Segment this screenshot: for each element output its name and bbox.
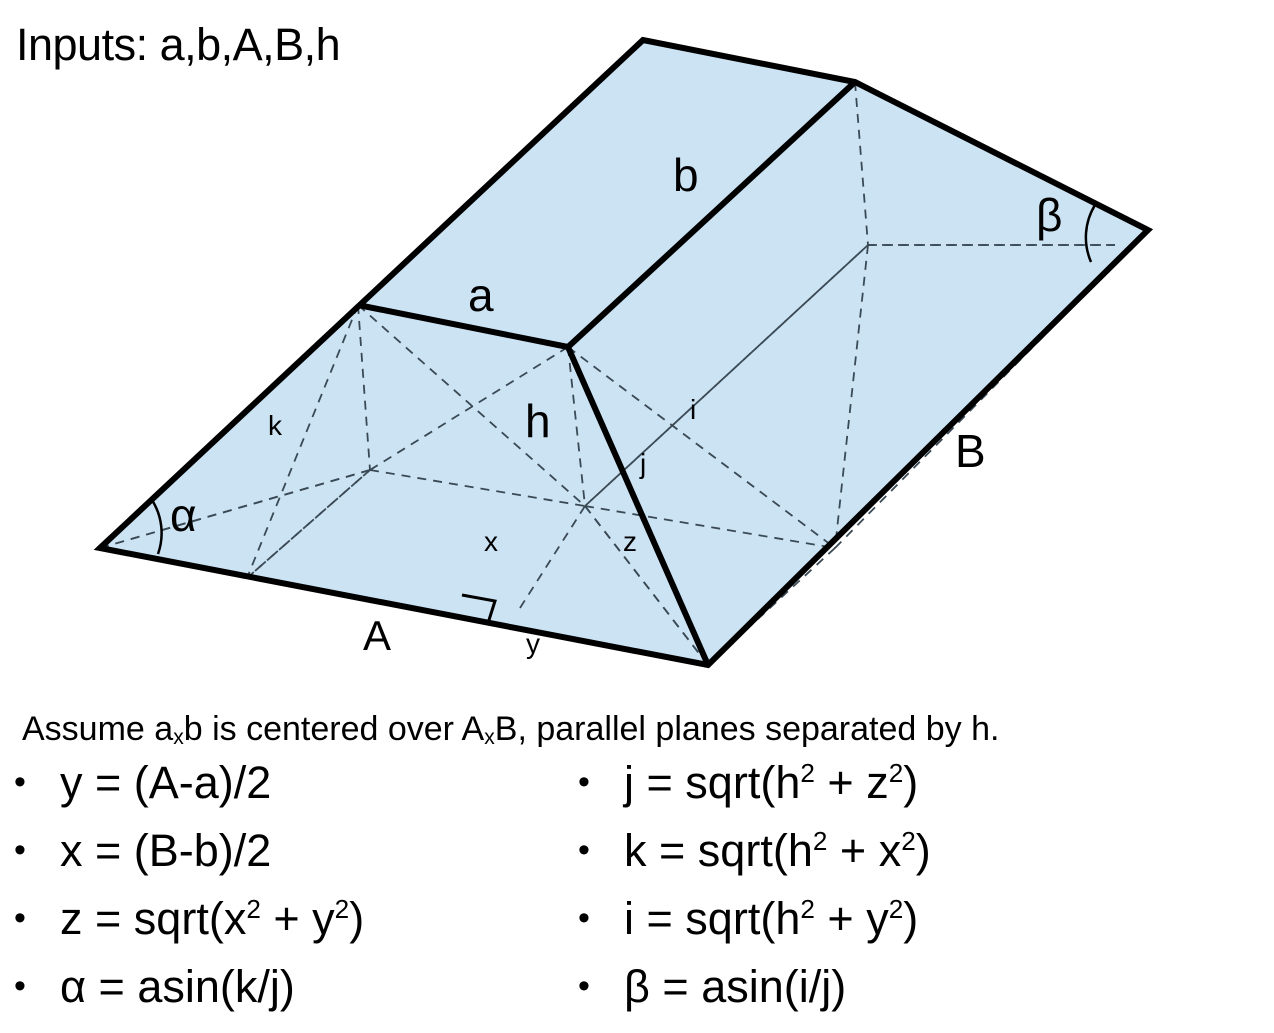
bullet-icon: •	[14, 967, 26, 1005]
formula-text-z: z = sqrt(x2 + y2)	[60, 896, 364, 941]
formula-eq-x: =	[82, 825, 134, 876]
formula-lhs-j: j	[624, 757, 634, 808]
bullet-icon: •	[14, 763, 26, 801]
diagram-label-y: y	[526, 628, 540, 659]
caption-suffix: B, parallel planes separated by h.	[494, 710, 1000, 748]
bullet-icon: •	[578, 831, 590, 869]
formula-lhs-x: x	[60, 825, 83, 876]
formula-eq-alpha: =	[86, 961, 138, 1012]
diagram-outline	[93, 36, 1154, 669]
formula-text-k: k = sqrt(h2 + x2)	[624, 828, 931, 873]
formula-eq-beta: =	[649, 961, 702, 1012]
bullet-icon: •	[578, 763, 590, 801]
formula-item-x: • x = (B-b)/2	[14, 828, 574, 896]
diagram-label-k: k	[268, 410, 282, 441]
formula-item-z: • z = sqrt(x2 + y2)	[14, 896, 574, 964]
formula-column-right: • j = sqrt(h2 + z2) • k = sqrt(h2 + x2) …	[578, 760, 1178, 1032]
formula-item-k: • k = sqrt(h2 + x2)	[578, 828, 1178, 896]
diagram-label-alpha: α	[170, 489, 197, 541]
diagram-label-i: i	[690, 394, 697, 425]
diagram-label-a: a	[468, 269, 494, 321]
diagram-faces	[100, 40, 1148, 665]
angle-arc-alpha	[150, 499, 163, 555]
formula-lhs-k: k	[624, 825, 647, 876]
formula-item-j: • j = sqrt(h2 + z2)	[578, 760, 1178, 828]
formula-rhs-k: sqrt(h2 + x2)	[697, 825, 931, 876]
formula-item-y: • y = (A-a)/2	[14, 760, 574, 828]
diagram-label-j: j	[640, 448, 647, 479]
bullet-icon: •	[14, 899, 26, 937]
formula-lhs-i: i	[624, 893, 634, 944]
formula-rhs-x: (B-b)/2	[133, 825, 272, 876]
assumption-caption: Assume axb is centered over AxB, paralle…	[22, 710, 1000, 749]
right-angle-marker	[461, 593, 497, 621]
formula-text-i: i = sqrt(h2 + y2)	[624, 896, 918, 941]
formula-text-j: j = sqrt(h2 + z2)	[624, 760, 918, 805]
bullet-icon: •	[578, 967, 590, 1005]
formula-lhs-z: z	[60, 893, 83, 944]
angle-arc-beta	[1084, 204, 1097, 263]
formula-eq-k: =	[646, 825, 698, 876]
bullet-icon: •	[578, 899, 590, 937]
caption-sub-1: x	[173, 725, 184, 749]
formula-rhs-y: (A-a)/2	[133, 757, 272, 808]
formula-lhs-alpha: α	[60, 961, 87, 1012]
diagram-label-B: B	[955, 425, 986, 477]
formula-eq-y: =	[82, 757, 134, 808]
formula-text-alpha: α = asin(k/j)	[60, 964, 295, 1009]
formula-column-left: • y = (A-a)/2 • x = (B-b)/2 • z = sqrt(x…	[14, 760, 574, 1032]
formula-rhs-j: sqrt(h2 + z2)	[685, 757, 919, 808]
page-title: Inputs: a,b,A,B,h	[16, 19, 341, 70]
formula-lhs-beta: β	[624, 961, 650, 1012]
caption-sub-2: x	[484, 725, 495, 749]
formula-rhs-i: sqrt(h2 + y2)	[685, 893, 919, 944]
frustum-geometry-diagram	[93, 36, 1154, 669]
formula-eq-z: =	[82, 893, 134, 944]
formula-text-x: x = (B-b)/2	[60, 828, 271, 873]
formula-rhs-beta: asin(i/j)	[701, 961, 847, 1012]
formula-item-alpha: • α = asin(k/j)	[14, 964, 574, 1032]
formula-eq-i: =	[634, 893, 686, 944]
diagram-label-h: h	[525, 395, 551, 447]
formula-text-y: y = (A-a)/2	[60, 760, 271, 805]
caption-mid: b is centered over A	[183, 710, 485, 748]
formula-rhs-alpha: asin(k/j)	[137, 961, 295, 1012]
diagram-label-beta: β	[1036, 189, 1063, 241]
bullet-icon: •	[14, 831, 26, 869]
formula-lhs-y: y	[60, 757, 83, 808]
diagram-label-A: A	[363, 612, 392, 659]
formula-eq-j: =	[634, 757, 686, 808]
formula-item-beta: • β = asin(i/j)	[578, 964, 1178, 1032]
caption-prefix: Assume a	[22, 710, 174, 748]
formula-rhs-z: sqrt(x2 + y2)	[133, 893, 365, 944]
diagram-label-b: b	[673, 149, 699, 201]
formula-item-i: • i = sqrt(h2 + y2)	[578, 896, 1178, 964]
formula-text-beta: β = asin(i/j)	[624, 964, 846, 1009]
diagram-label-x: x	[484, 526, 498, 557]
diagram-label-z: z	[623, 526, 637, 557]
